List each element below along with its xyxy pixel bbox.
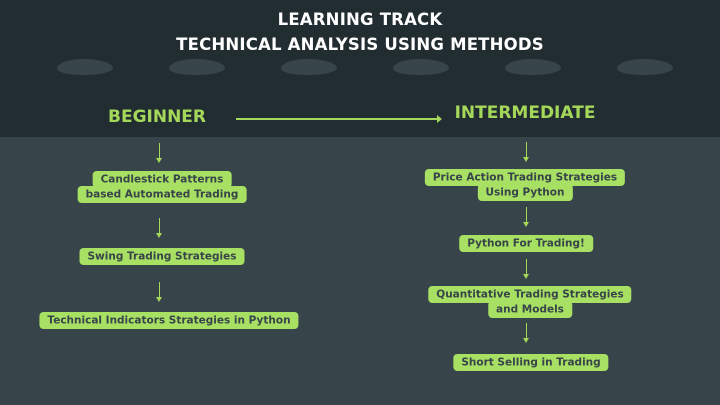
decorative-blob: [281, 59, 337, 75]
down-arrow-icon: [521, 142, 531, 162]
decorative-blob: [57, 59, 113, 75]
level-intermediate: INTERMEDIATE: [454, 103, 596, 123]
node-swing-trading: Swing Trading Strategies: [79, 247, 245, 265]
down-arrow-icon: [154, 218, 164, 238]
decorative-blob: [393, 59, 449, 75]
header-band: [0, 0, 720, 137]
arrow-head-icon: [437, 115, 442, 123]
node-text: based Automated Trading: [77, 185, 247, 203]
node-text: Technical Indicators Strategies in Pytho…: [39, 311, 299, 329]
title-line-2: TECHNICAL ANALYSIS USING METHODS: [176, 35, 544, 54]
node-text: and Models: [488, 300, 572, 318]
level-beginner: BEGINNER: [107, 107, 207, 127]
down-arrow-icon: [521, 207, 531, 227]
node-text: Price Action Trading Strategies: [424, 168, 626, 186]
down-arrow-icon: [521, 259, 531, 279]
decorative-blob: [169, 59, 225, 75]
node-text: Using Python: [477, 183, 573, 201]
node-short-selling: Short Selling in Trading: [453, 353, 609, 371]
decorative-blob: [617, 59, 673, 75]
progression-arrow-line: [236, 118, 438, 120]
node-text: Python For Trading!: [459, 234, 593, 252]
node-text: Short Selling in Trading: [453, 353, 609, 371]
node-text: Candlestick Patterns: [92, 170, 232, 188]
title-line-1: LEARNING TRACK: [277, 10, 443, 29]
down-arrow-icon: [154, 143, 164, 163]
node-technical-indicators: Technical Indicators Strategies in Pytho…: [39, 311, 299, 329]
decorative-blob: [505, 59, 561, 75]
node-text: Swing Trading Strategies: [79, 247, 245, 265]
down-arrow-icon: [521, 323, 531, 343]
node-text: Quantitative Trading Strategies: [428, 285, 632, 303]
down-arrow-icon: [154, 282, 164, 302]
node-python-for-trading: Python For Trading!: [459, 234, 593, 252]
